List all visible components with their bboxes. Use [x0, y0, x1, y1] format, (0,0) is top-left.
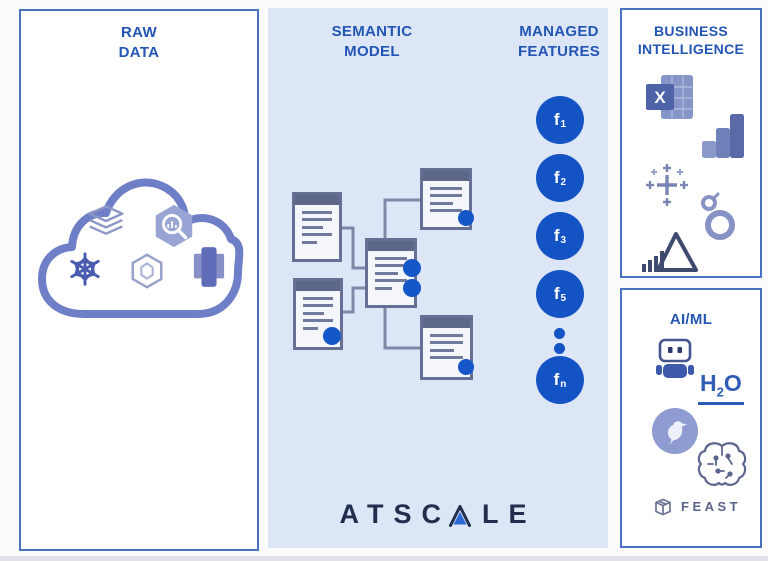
- atscale-logo-left: ATSC: [339, 499, 451, 529]
- powerbi-icon: [702, 114, 744, 158]
- managed-features-title: MANAGED FEATURES: [494, 22, 624, 62]
- document-lines: [423, 181, 469, 212]
- robot-icon: [656, 338, 694, 378]
- feature-sub: 5: [560, 293, 567, 304]
- feast-text: FEAST: [681, 498, 742, 514]
- raw-data-title-line1: RAW: [121, 24, 157, 41]
- document-lines: [368, 251, 414, 290]
- feature-sub: n: [560, 379, 567, 390]
- document-lines: [296, 291, 340, 330]
- svg-text:X: X: [654, 88, 666, 107]
- atscale-logo-right: LE: [481, 499, 537, 529]
- atscale-logo: ATSC LE: [268, 499, 608, 530]
- pyramid-analytics-icon: [642, 232, 698, 272]
- semantic-title-line1: SEMANTIC: [331, 23, 413, 40]
- raw-data-title-line2: DATA: [118, 43, 160, 61]
- hexagon-db-icon: [131, 253, 163, 289]
- connection-dot: [403, 279, 421, 297]
- snowflake-icon: [70, 252, 100, 286]
- looker-icon: [701, 192, 735, 240]
- connection-dot: [323, 327, 341, 345]
- ai-ml-title-text: AI/ML: [669, 311, 713, 328]
- semantic-title-line2: MODEL: [344, 42, 400, 60]
- ellipsis-dot: [554, 343, 565, 354]
- h2o-logo: H2O: [698, 370, 744, 405]
- document-header: [423, 318, 470, 328]
- feature-sub: 2: [560, 177, 567, 188]
- bi-title-line1: BUSINESS: [654, 23, 728, 39]
- feature-sub: 3: [560, 235, 567, 246]
- document-header: [295, 195, 339, 205]
- dataiku-bird-icon: [652, 408, 698, 454]
- h2o-o: O: [723, 370, 742, 396]
- bottom-shadow-strip: [0, 556, 768, 561]
- document-node-top-left: [292, 192, 342, 262]
- document-node-top-right: [420, 168, 472, 230]
- feast-cube-icon: [655, 498, 671, 516]
- feast-logo: FEAST: [652, 494, 741, 518]
- ai-ml-panel: AI/ML H2O: [620, 288, 762, 548]
- feature-label: f: [553, 168, 560, 187]
- excel-icon: X: [646, 75, 693, 119]
- managed-title-line2: FEATURES: [517, 42, 601, 60]
- layers-icon: [88, 205, 124, 235]
- feature-label: f: [553, 110, 560, 129]
- business-intelligence-panel: BUSINESS INTELLIGENCE X: [620, 8, 762, 278]
- redshift-icon: [193, 247, 225, 287]
- bi-title-line2: INTELLIGENCE: [637, 41, 745, 58]
- atscale-triangle-icon: [448, 505, 471, 527]
- ai-ml-title: AI/ML: [622, 310, 760, 330]
- document-header: [368, 241, 414, 251]
- raw-data-title: RAW DATA: [21, 23, 257, 63]
- tableau-icon: [646, 164, 688, 206]
- business-intelligence-title: BUSINESS INTELLIGENCE: [622, 22, 760, 59]
- connection-dot: [403, 259, 421, 277]
- h2o-sub: 2: [716, 384, 724, 400]
- semantic-model-panel: SEMANTIC MODEL MANAGED FEATURES: [268, 8, 608, 548]
- brain-circuit-icon: [697, 442, 747, 486]
- cloud-graphic: [32, 154, 244, 324]
- document-lines: [423, 328, 470, 359]
- connection-dot: [458, 359, 474, 375]
- feature-label: f: [553, 284, 560, 303]
- cloud-icon: [38, 178, 244, 318]
- document-header: [296, 281, 340, 291]
- ellipsis-dot: [554, 328, 565, 339]
- raw-data-panel: RAW DATA: [19, 9, 259, 551]
- semantic-model-title: SEMANTIC MODEL: [292, 22, 452, 62]
- h2o-h: H: [700, 370, 717, 396]
- document-lines: [295, 205, 339, 244]
- feature-sub: 1: [560, 119, 567, 130]
- managed-title-line1: MANAGED: [519, 23, 599, 40]
- bigquery-icon: [155, 204, 193, 248]
- feature-label: f: [553, 226, 560, 245]
- connection-dot: [458, 210, 474, 226]
- document-header: [423, 171, 469, 181]
- feature-label: f: [553, 370, 560, 389]
